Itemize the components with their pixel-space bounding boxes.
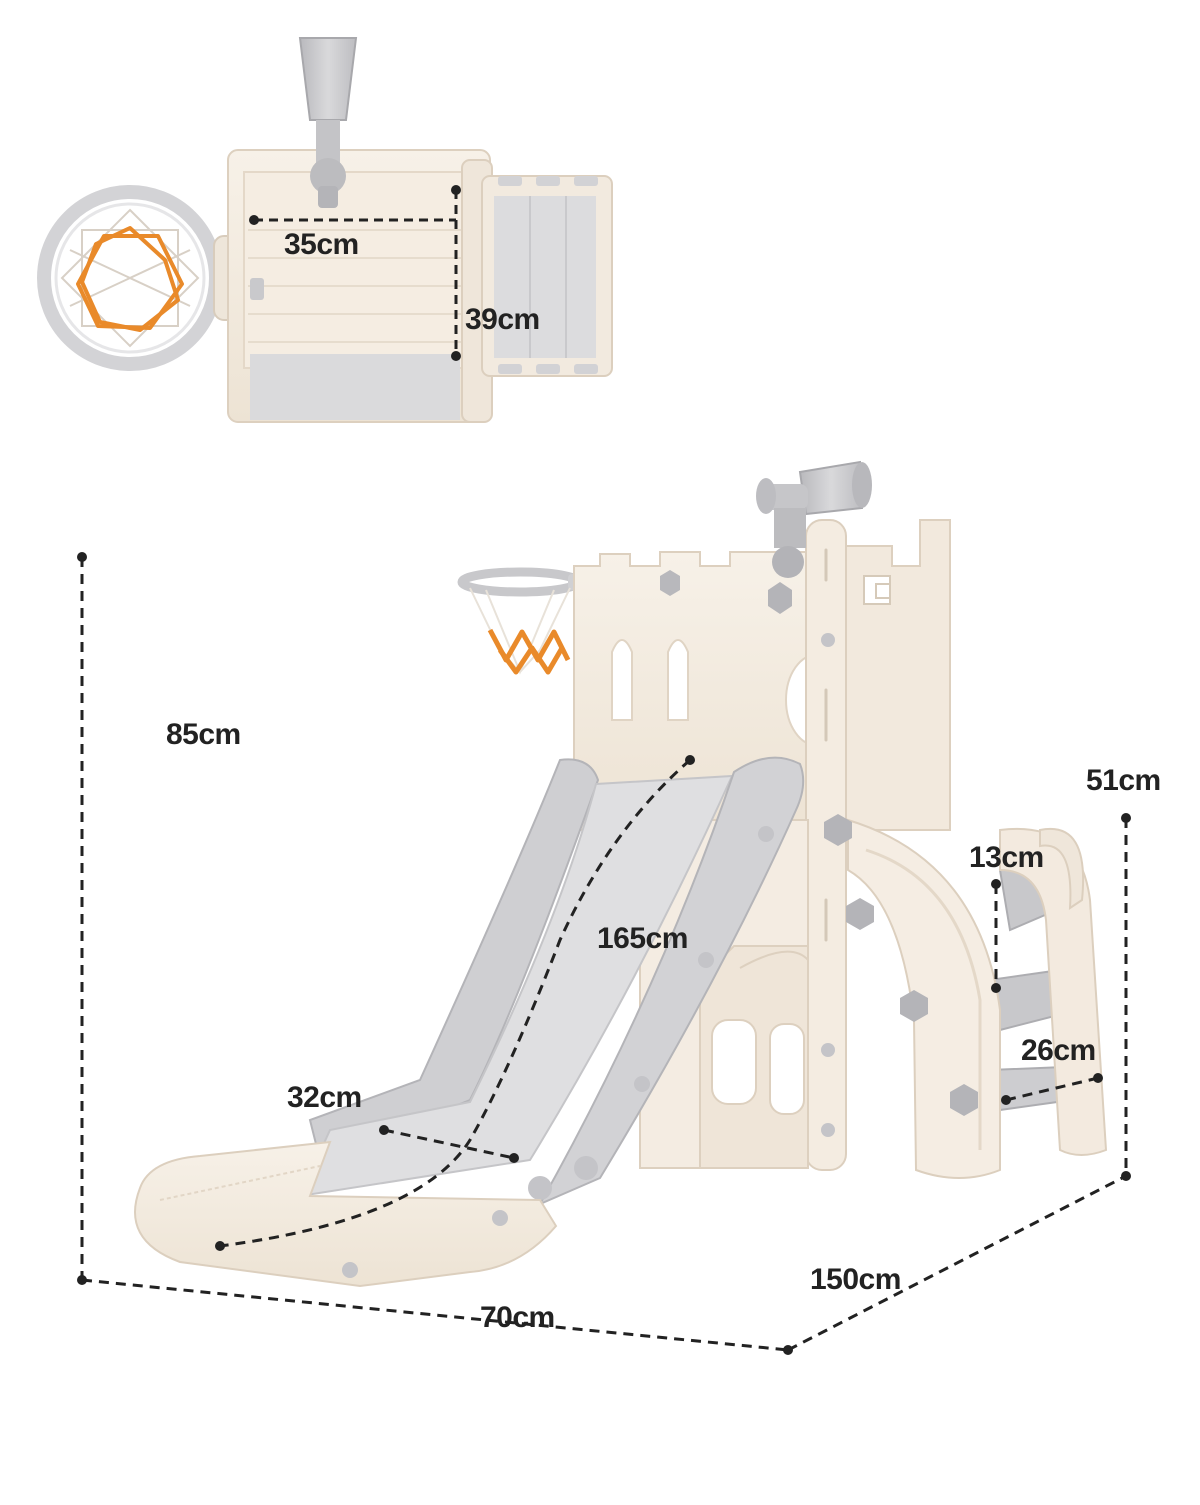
height-label: 85cm [166,718,241,751]
slide [134,756,805,1288]
dimension-endpoint [451,351,461,361]
platform-height-label: 51cm [1086,764,1161,797]
top-view-width-label: 35cm [284,228,359,261]
overall-width-label: 70cm [480,1301,555,1334]
dimension-lines [80,557,1128,1352]
slide-playset-illustration [134,460,1108,1288]
slide-width-dimension-line [383,1128,515,1160]
top-view-hoop [37,185,241,371]
top-view-illustration [37,37,613,423]
tunnel-base [639,819,809,1169]
top-view-depth-label: 39cm [465,303,540,336]
climbing-steps [824,814,1108,1179]
basketball-hoop [457,567,592,675]
dimension-endpoint [249,215,259,225]
overall-length-dimension-line [81,1278,789,1352]
telescope [756,460,872,578]
tower [573,519,951,1171]
step-depth-label: 26cm [1021,1034,1096,1067]
top-view-steps [481,175,613,377]
overall-width-dimension-line [787,1174,1127,1352]
slide-width-label: 32cm [287,1081,362,1114]
slide-length-dimension-line [219,758,691,1248]
dimension-endpoint [451,185,461,195]
top-view-telescope [298,37,358,208]
dimension-endpoints [77,552,1131,1355]
top-view-platform [227,149,493,423]
slide-length-label: 165cm [597,922,688,955]
step-height-label: 13cm [969,841,1044,874]
overall-length-label: 150cm [810,1263,901,1296]
